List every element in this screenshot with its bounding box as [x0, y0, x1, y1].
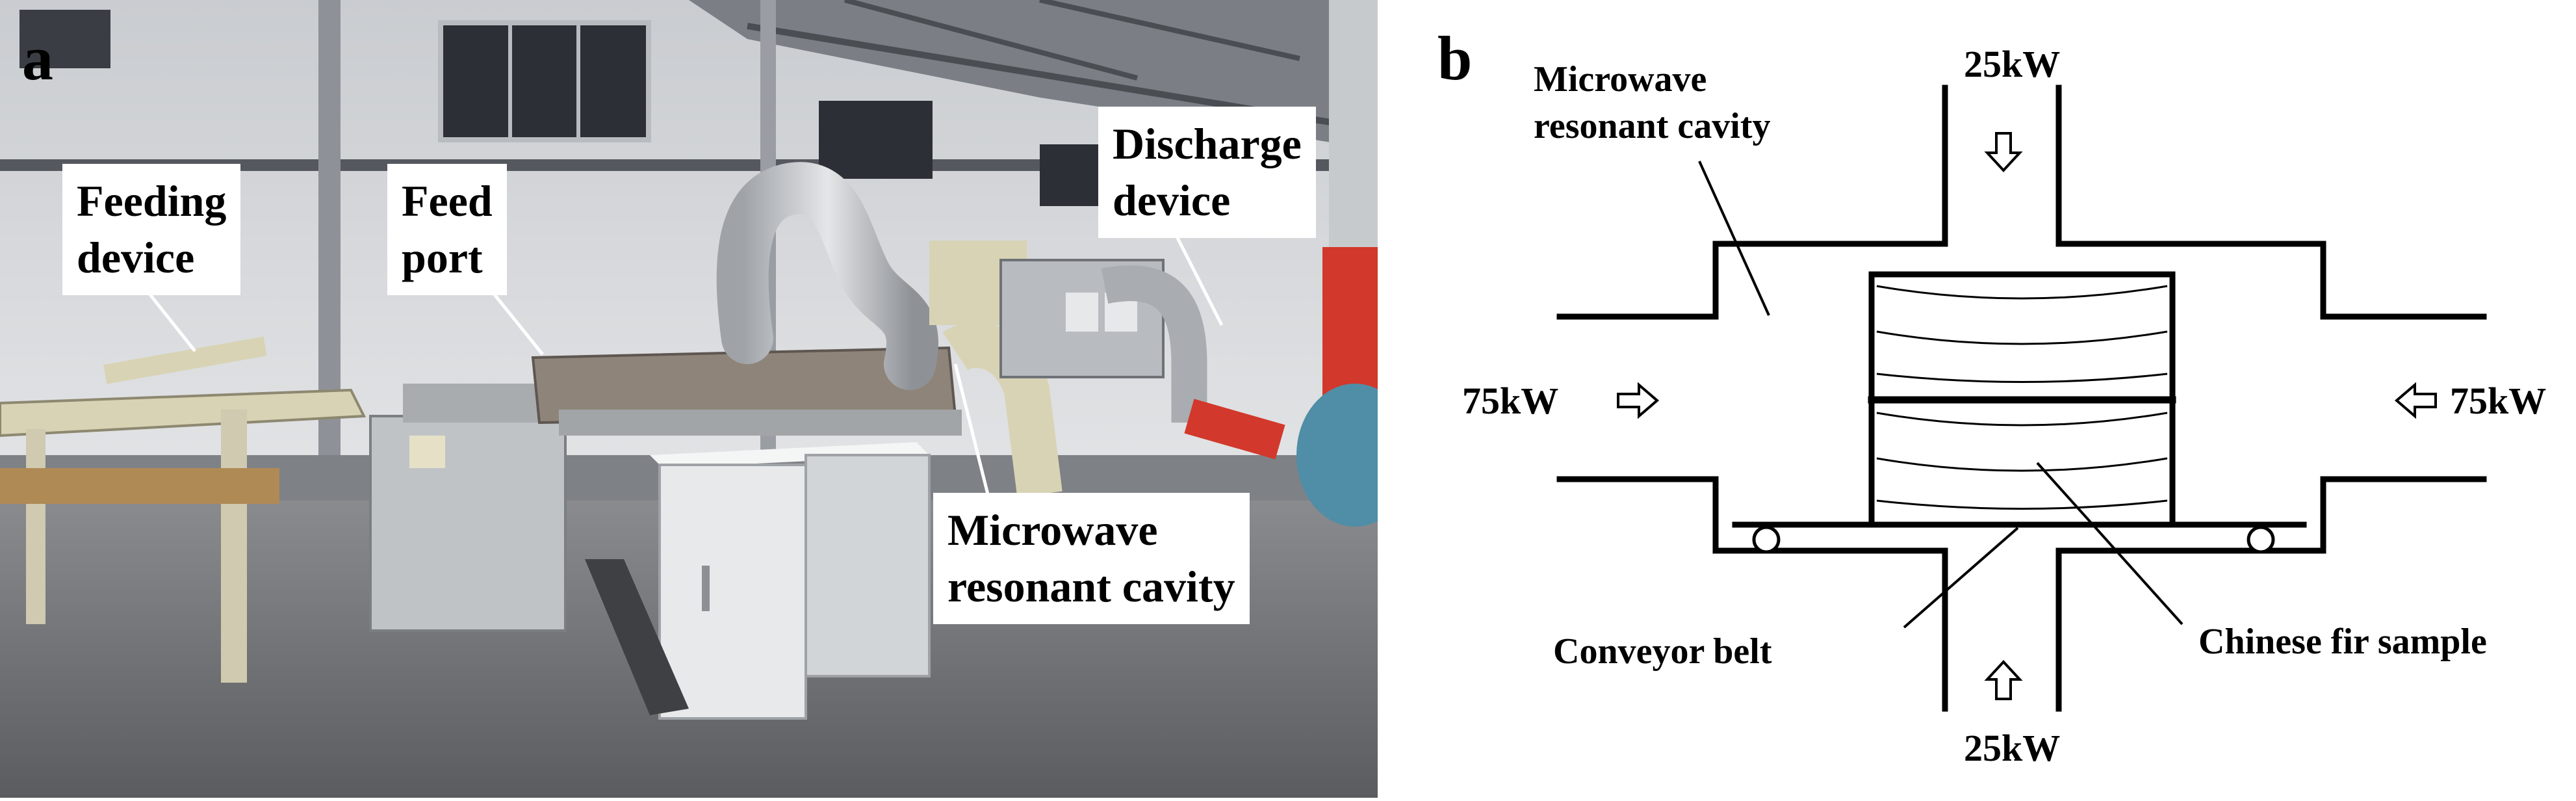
leader-belt — [1903, 527, 2019, 629]
callout-line: port — [402, 233, 483, 283]
label-power-top: 25kW — [1964, 43, 2060, 85]
wood-grain — [1876, 373, 2168, 383]
roller-conveyor — [0, 336, 367, 683]
feed-port-body — [369, 415, 567, 632]
arrow-down-icon — [1984, 132, 2023, 172]
panel-a-photo: a Feeding device Feed port Discharge dev… — [0, 0, 1413, 798]
callout-microwave-cavity: Microwave resonant cavity — [933, 493, 1250, 625]
callout-feed-port: Feed port — [387, 164, 507, 296]
callout-line: Microwave — [947, 505, 1158, 555]
callout-line: Discharge — [1113, 119, 1302, 168]
label-sample: Chinese fir sample — [2198, 622, 2487, 662]
wood-grain — [1876, 285, 2168, 300]
arrow-right-icon — [1617, 382, 1660, 419]
wood-grain — [1876, 457, 2168, 472]
label-power-bottom: 25kW — [1964, 727, 2060, 769]
leader-cavity — [1698, 161, 1770, 316]
cavity-diagram: Microwave resonant cavity 25kW 25kW 75kW… — [1462, 43, 2546, 769]
cavity-outline-top — [2055, 85, 2487, 320]
label-power-left: 75kW — [1462, 380, 1558, 422]
red-duct — [1322, 247, 1378, 397]
callout-line: device — [77, 233, 195, 283]
callout-line: device — [1113, 176, 1231, 226]
panel-a-letter: a — [22, 23, 53, 93]
cavity-outline-top — [1556, 85, 1948, 320]
callout-line: resonant cavity — [947, 562, 1235, 612]
control-cabinet — [650, 442, 931, 720]
label-cavity: resonant cavity — [1534, 106, 1771, 146]
arrow-left-icon — [2394, 382, 2437, 419]
label-power-right: 75kW — [2450, 380, 2546, 422]
wood-grain — [1876, 412, 2168, 427]
cavity-outline-bottom — [2055, 476, 2487, 712]
wood-grain — [1876, 499, 2168, 510]
label-belt: Conveyor belt — [1553, 631, 1772, 672]
belt-roller — [1752, 525, 1781, 554]
cavity-outline-bottom — [1556, 476, 1948, 712]
insulated-duct — [716, 162, 938, 390]
callout-line: Feed — [402, 176, 493, 226]
arrow-up-icon — [1984, 660, 2023, 700]
label-cavity: Microwave — [1534, 59, 1707, 99]
window — [819, 101, 933, 179]
callout-line: Feeding — [77, 176, 227, 226]
panel-b-letter: b — [1437, 23, 1473, 93]
callout-discharge-device: Discharge device — [1098, 107, 1316, 239]
wood-grain — [1876, 330, 2168, 345]
window — [441, 23, 649, 140]
callout-feeding-device: Feeding device — [62, 164, 241, 296]
leader-sample — [2036, 462, 2183, 625]
panel-b-schematic: b — [1397, 0, 2576, 798]
belt-roller — [2247, 525, 2275, 554]
